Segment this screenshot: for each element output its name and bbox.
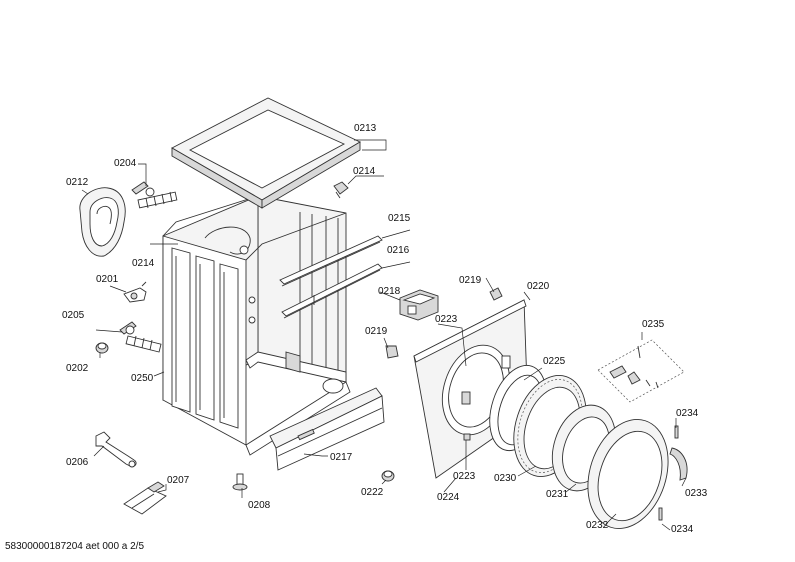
drawing-reference-number: 58300000187204 aet 000 a 2/5 [5, 541, 145, 552]
door-outer-ring [587, 419, 669, 529]
label-0214-top: 0214 [353, 166, 376, 177]
label-0218: 0218 [378, 286, 401, 297]
clip-0219-upper [489, 287, 503, 301]
worktop-lid [171, 97, 361, 209]
label-0220: 0220 [527, 281, 550, 292]
label-0230: 0230 [494, 473, 517, 484]
label-0222: 0222 [361, 487, 384, 498]
label-0201: 0201 [96, 274, 119, 285]
label-0204: 0204 [114, 158, 137, 169]
screw-foot [232, 473, 248, 491]
label-0234-lower: 0234 [671, 524, 694, 535]
hinge-pin-upper [674, 425, 679, 439]
label-0225: 0225 [543, 356, 566, 367]
hose-connector-lower [119, 321, 162, 353]
label-0216: 0216 [387, 245, 410, 256]
hinge-kit-group [597, 339, 685, 403]
cabinet-housing [162, 195, 351, 456]
label-0223-upper: 0223 [435, 314, 458, 325]
small-cap-0222 [381, 470, 395, 482]
label-0205: 0205 [62, 310, 85, 321]
label-0232: 0232 [586, 520, 609, 531]
clip-top [333, 181, 349, 199]
label-0206: 0206 [66, 457, 89, 468]
label-0217: 0217 [330, 452, 353, 463]
door-hinge [669, 447, 688, 481]
door-lock-module [399, 289, 439, 321]
service-wrench [95, 431, 137, 468]
label-0250: 0250 [131, 373, 154, 384]
label-0235: 0235 [642, 319, 665, 330]
leader-lines [81, 139, 687, 531]
label-0234-upper: 0234 [676, 408, 699, 419]
label-0202: 0202 [66, 363, 89, 374]
label-0223-lower: 0223 [453, 471, 476, 482]
foot-plate [123, 481, 167, 515]
hose-connector-upper [131, 181, 178, 209]
small-cap [95, 342, 109, 354]
label-0219-upper: 0219 [459, 275, 482, 286]
label-0214-left: 0214 [132, 258, 155, 269]
hinge-pin-lower [658, 507, 663, 521]
label-0224: 0224 [437, 492, 460, 503]
kick-plate [269, 387, 385, 471]
label-0215: 0215 [388, 213, 411, 224]
rear-cover-plate [79, 187, 126, 257]
mounting-bracket [123, 281, 147, 303]
label-0207: 0207 [167, 475, 190, 486]
label-0212: 0212 [66, 177, 89, 188]
label-0208: 0208 [248, 500, 271, 511]
label-0219-lower: 0219 [365, 326, 388, 337]
label-0231: 0231 [546, 489, 569, 500]
cross-rails [279, 235, 383, 319]
clip-0219-lower [385, 345, 399, 359]
label-0213: 0213 [354, 123, 377, 134]
label-0233: 0233 [685, 488, 708, 499]
part-labels: 0213 0204 0212 0214 0214 0215 0216 0201 … [62, 123, 708, 535]
